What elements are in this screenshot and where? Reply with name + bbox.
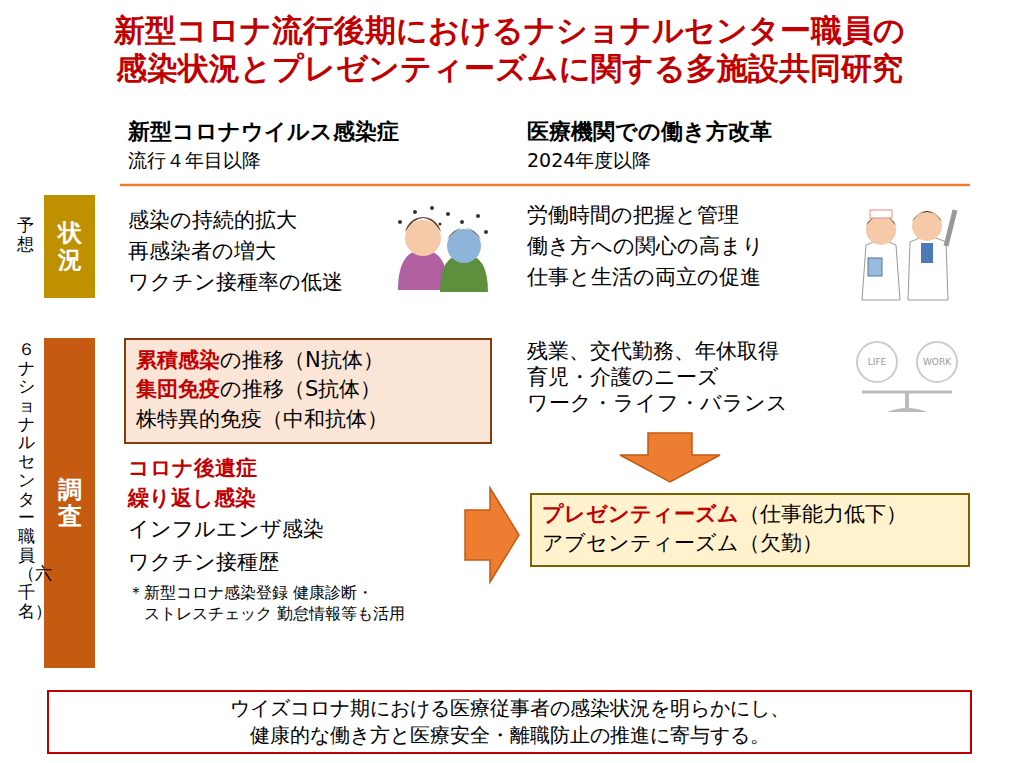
text-label: WORK	[923, 357, 951, 367]
text-label: 繰り返し感染	[128, 486, 256, 510]
right-arrow	[465, 488, 519, 582]
situation-band: 状況	[44, 195, 95, 298]
node-text: 状況	[58, 220, 82, 273]
text-label: 新型コロナウイルス感染症	[128, 119, 399, 144]
text-label: LIFE	[868, 357, 887, 367]
goal-box: ウイズコロナ期における医療従事者の感染状況を明らかにし、 健康的な働き方と医療安…	[47, 690, 972, 754]
text-label: 医療機関での働き方改革	[527, 119, 772, 144]
text-label: 感染の持続的拡大	[128, 208, 297, 232]
presenteeism-box: プレゼンティーズム（仕事能力低下） アブセンティーズム（欠勤）	[530, 493, 970, 567]
text-label: 残業、交代勤務、年休取得	[527, 339, 779, 363]
text-label: ６ナショナルセンター職員（六千名）	[18, 340, 35, 620]
node-text: （仕事能力低下）	[739, 502, 907, 526]
down-arrow	[620, 433, 720, 482]
title: 新型コロナ流行後期におけるナショナルセンター職員の 感染状況とプレゼンティーズム…	[39, 12, 979, 88]
text-label: ワクチン接種歴	[128, 550, 279, 574]
text-label: インフルエンザ感染	[128, 517, 324, 541]
text-label: コロナ後遺症	[128, 456, 257, 480]
text-label: 予想	[17, 216, 34, 253]
text-label: ワーク・ライフ・バランス	[527, 391, 788, 415]
node-text: アブセンティーズム（欠勤）	[542, 531, 823, 555]
text-label: 労働時間の把握と管理	[527, 203, 739, 227]
node-text: 累積感染	[136, 348, 220, 372]
node-text: プレゼンティーズム	[542, 502, 739, 526]
text-label: 働き方への関心の高まり	[527, 234, 764, 258]
sick-people-illustration	[398, 206, 488, 292]
text-label: 流行４年目以降	[128, 150, 261, 172]
node-text: 株特異的免疫（中和抗体）	[136, 407, 388, 431]
text-label: ワクチン接種率の低迷	[128, 270, 343, 294]
text-label: ＊新型コロナ感染登録 健康診断・ストレスチェック 勤怠情報等も活用	[128, 583, 444, 625]
header-rule	[120, 184, 970, 187]
text-label: 2024年度以降	[527, 150, 651, 172]
node-text: ウイズコロナ期における医療従事者の感染状況を明らかにし、 健康的な働き方と医療安…	[59, 695, 960, 749]
text-label: 育児・介護のニーズ	[527, 365, 719, 389]
node-text: の推移（N抗体）	[220, 348, 384, 372]
node-text: の推移（S抗体）	[220, 377, 381, 401]
text-label: 再感染者の増大	[128, 239, 276, 263]
balance-scale-illustration	[857, 342, 957, 412]
doctor-nurse-illustration	[862, 210, 955, 300]
antibody-box: 累積感染の推移（N抗体）集団免疫の推移（S抗体） 株特異的免疫（中和抗体）	[124, 338, 492, 444]
survey-band: 調査	[44, 338, 95, 668]
node-text: 集団免疫	[136, 377, 220, 401]
text-label: 仕事と生活の両立の促進	[527, 265, 761, 289]
node-text: 調査	[58, 477, 82, 530]
